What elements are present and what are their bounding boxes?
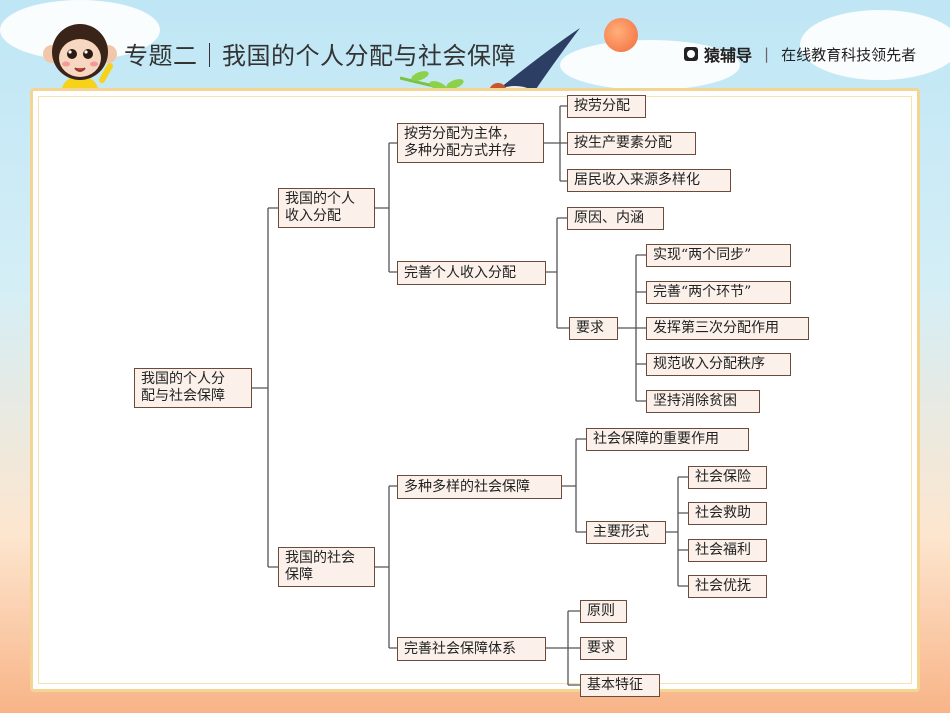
- node-social-security: 我国的社会 保障: [278, 547, 375, 587]
- node-item: 坚持消除贫困: [646, 390, 760, 413]
- node-improve-security-system: 完善社会保障体系: [397, 637, 546, 661]
- node-item: 原则: [580, 600, 627, 623]
- brand-logo-icon: [684, 47, 698, 61]
- node-item: 实现“两个同步”: [646, 244, 791, 267]
- node-item: 完善“两个环节”: [646, 281, 791, 304]
- brand-name: 猿辅导: [704, 46, 753, 65]
- node-improve-income-distribution: 完善个人收入分配: [397, 261, 546, 285]
- node-item: 社会优抚: [688, 575, 767, 598]
- node-item: 原因、内涵: [567, 207, 664, 230]
- node-main-forms: 主要形式: [586, 521, 666, 544]
- node-item: 居民收入来源多样化: [567, 169, 731, 192]
- node-item: 按生产要素分配: [567, 132, 696, 155]
- node-item: 社会救助: [688, 502, 767, 525]
- node-diverse-social-security: 多种多样的社会保障: [397, 475, 562, 499]
- node-income-distribution: 我国的个人 收入分配: [278, 188, 375, 228]
- sun-decoration: [604, 18, 638, 52]
- node-item: 按劳分配: [567, 95, 646, 118]
- node-distribution-principle: 按劳分配为主体， 多种分配方式并存: [397, 123, 544, 163]
- node-item: 发挥第三次分配作用: [646, 317, 809, 340]
- node-item: 要求: [580, 637, 627, 660]
- mindmap-root-node: 我国的个人分 配与社会保障: [134, 368, 252, 408]
- cloud-decoration: [560, 40, 740, 90]
- page-title: 专题二｜我国的个人分配与社会保障: [124, 42, 516, 70]
- node-item: 社会保险: [688, 466, 767, 489]
- node-item: 基本特征: [580, 674, 660, 697]
- node-item: 社会保障的重要作用: [586, 428, 749, 451]
- node-item: 规范收入分配秩序: [646, 353, 791, 376]
- brand-divider: |: [764, 45, 770, 63]
- brand-area: 猿辅导 | 在线教育科技领先者: [684, 42, 916, 66]
- node-item: 社会福利: [688, 539, 767, 562]
- brand-slogan: 在线教育科技领先者: [781, 45, 917, 64]
- node-requirement: 要求: [569, 317, 618, 340]
- cloud-decoration: [800, 10, 950, 80]
